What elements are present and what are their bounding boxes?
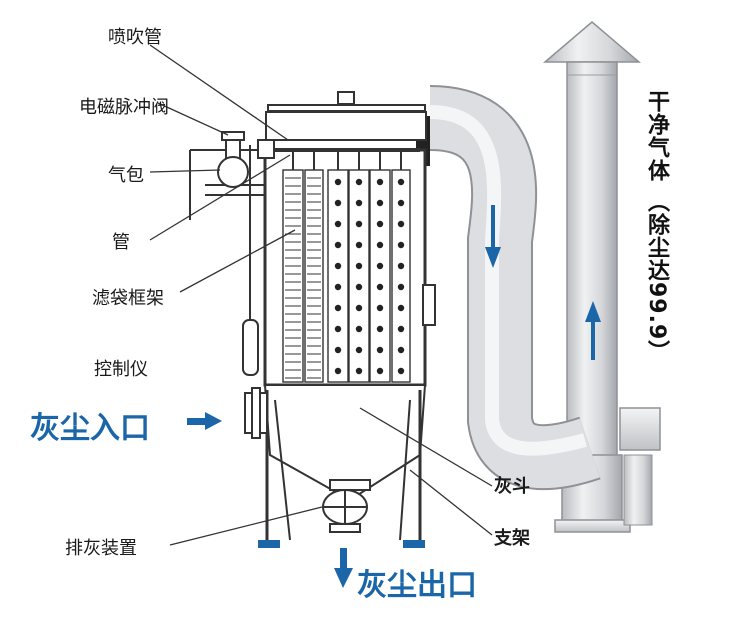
foot-right: [403, 540, 425, 548]
label-ash-hopper: 灰斗: [494, 476, 530, 497]
discharge-valve: [322, 479, 371, 533]
label-pipe: 管: [112, 232, 130, 253]
exhaust-stack: [542, 21, 661, 533]
label-air-bag: 气包: [108, 165, 144, 186]
label-support: 支架: [494, 528, 530, 549]
bag-perforation: [355, 178, 363, 186]
bag-perforation: [334, 367, 342, 375]
bag-perforation: [376, 367, 384, 375]
bag-perforation: [397, 220, 405, 228]
bag-perforation: [334, 325, 342, 333]
bag-perforation: [334, 346, 342, 354]
label-clean-gas: 干净气体: [644, 90, 669, 182]
bag-perforation: [376, 325, 384, 333]
bag-perforation: [397, 283, 405, 291]
bag-perforation: [397, 367, 405, 375]
bag-perforation: [376, 199, 384, 207]
bag-perforation: [397, 346, 405, 354]
bag-perforation: [334, 262, 342, 270]
bag-perforation: [397, 262, 405, 270]
label-dust-outlet: 灰尘出口: [357, 568, 477, 603]
nozzles: [292, 152, 402, 170]
filter-bags: [282, 169, 411, 383]
label-controller: 控制仪: [94, 359, 148, 380]
bag-perforation: [397, 178, 405, 186]
bag-perforation: [376, 262, 384, 270]
bag-perforation: [355, 199, 363, 207]
label-dust-inlet: 灰尘入口: [30, 411, 150, 446]
label-dust-rate: （除尘达99.9）: [644, 190, 669, 364]
bag-perforation: [376, 178, 384, 186]
bag-perforation: [376, 304, 384, 312]
bag-perforation: [397, 241, 405, 249]
bag-perforation: [376, 241, 384, 249]
bag-perforation: [334, 199, 342, 207]
label-pulse-valve: 电磁脉冲阀: [79, 97, 169, 118]
bag-perforations: [334, 178, 405, 375]
label-bag-frame: 滤袋框架: [92, 288, 164, 309]
duct-pipe: [416, 85, 601, 491]
bag-perforation: [397, 325, 405, 333]
bag-perforation: [397, 199, 405, 207]
bag-perforation: [334, 241, 342, 249]
label-discharge-device: 排灰装置: [65, 538, 137, 559]
pulse-valve: [221, 131, 245, 159]
flow-arrows: [187, 205, 601, 588]
bag-perforation: [355, 262, 363, 270]
foot-left: [258, 540, 280, 548]
bag-perforation: [355, 241, 363, 249]
bag-perforation: [355, 304, 363, 312]
bag-perforation: [334, 220, 342, 228]
bag-perforation: [376, 220, 384, 228]
leader-lines: [149, 44, 493, 546]
bag-perforation: [376, 346, 384, 354]
air-bag: [217, 156, 249, 188]
bag-perforation: [334, 178, 342, 186]
bag-frame-slats: [285, 177, 321, 379]
label-spray-pipe: 喷吹管: [108, 27, 162, 48]
bag-perforation: [334, 304, 342, 312]
bag-perforation: [355, 367, 363, 375]
bag-perforation: [334, 283, 342, 291]
bag-perforation: [355, 346, 363, 354]
controller-box: [242, 319, 259, 376]
bag-perforation: [376, 283, 384, 291]
bag-perforation: [397, 304, 405, 312]
bag-perforation: [355, 220, 363, 228]
bag-perforation: [355, 283, 363, 291]
bag-perforation: [355, 325, 363, 333]
